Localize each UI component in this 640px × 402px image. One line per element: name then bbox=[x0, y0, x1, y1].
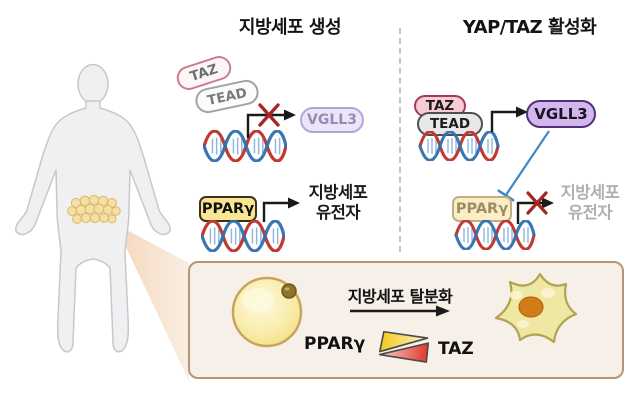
blocked-arrow-icon bbox=[246, 103, 296, 138]
dedifferentiation-label: 지방세포 탈분화 bbox=[347, 287, 453, 306]
vgll3-badge-active: VGLL3 bbox=[526, 100, 596, 128]
fat-cluster bbox=[67, 194, 121, 224]
gradient-scale-icon bbox=[378, 330, 430, 363]
dedifferentiated-cell bbox=[494, 272, 578, 344]
pparg-badge-repressed: PPARγ bbox=[452, 196, 512, 222]
human-silhouette bbox=[14, 63, 172, 353]
pparg-gradient-label: PPARγ bbox=[304, 334, 366, 354]
dna-icon bbox=[454, 220, 536, 250]
pparg-badge-active: PPARγ bbox=[199, 196, 257, 222]
adipocyte-gene-label-faded: 지방세포 유전자 bbox=[560, 183, 620, 222]
transcription-arrow-icon bbox=[490, 106, 528, 132]
right-panel-title: YAP/TAZ 활성화 bbox=[462, 17, 597, 38]
transcription-arrow-icon bbox=[262, 197, 300, 222]
vgll3-badge-inactive: VGLL3 bbox=[300, 107, 364, 133]
panel-divider bbox=[399, 28, 401, 252]
adipocyte-cell bbox=[231, 276, 303, 348]
adipocyte-gene-label: 지방세포 유전자 bbox=[308, 183, 368, 222]
taz-gradient-label: TAZ bbox=[438, 339, 474, 359]
dna-icon bbox=[418, 131, 500, 161]
blocked-arrow-icon bbox=[516, 191, 554, 224]
left-panel-title: 지방세포 생성 bbox=[238, 17, 342, 38]
dna-icon bbox=[201, 220, 285, 252]
process-arrow-icon bbox=[350, 305, 450, 317]
